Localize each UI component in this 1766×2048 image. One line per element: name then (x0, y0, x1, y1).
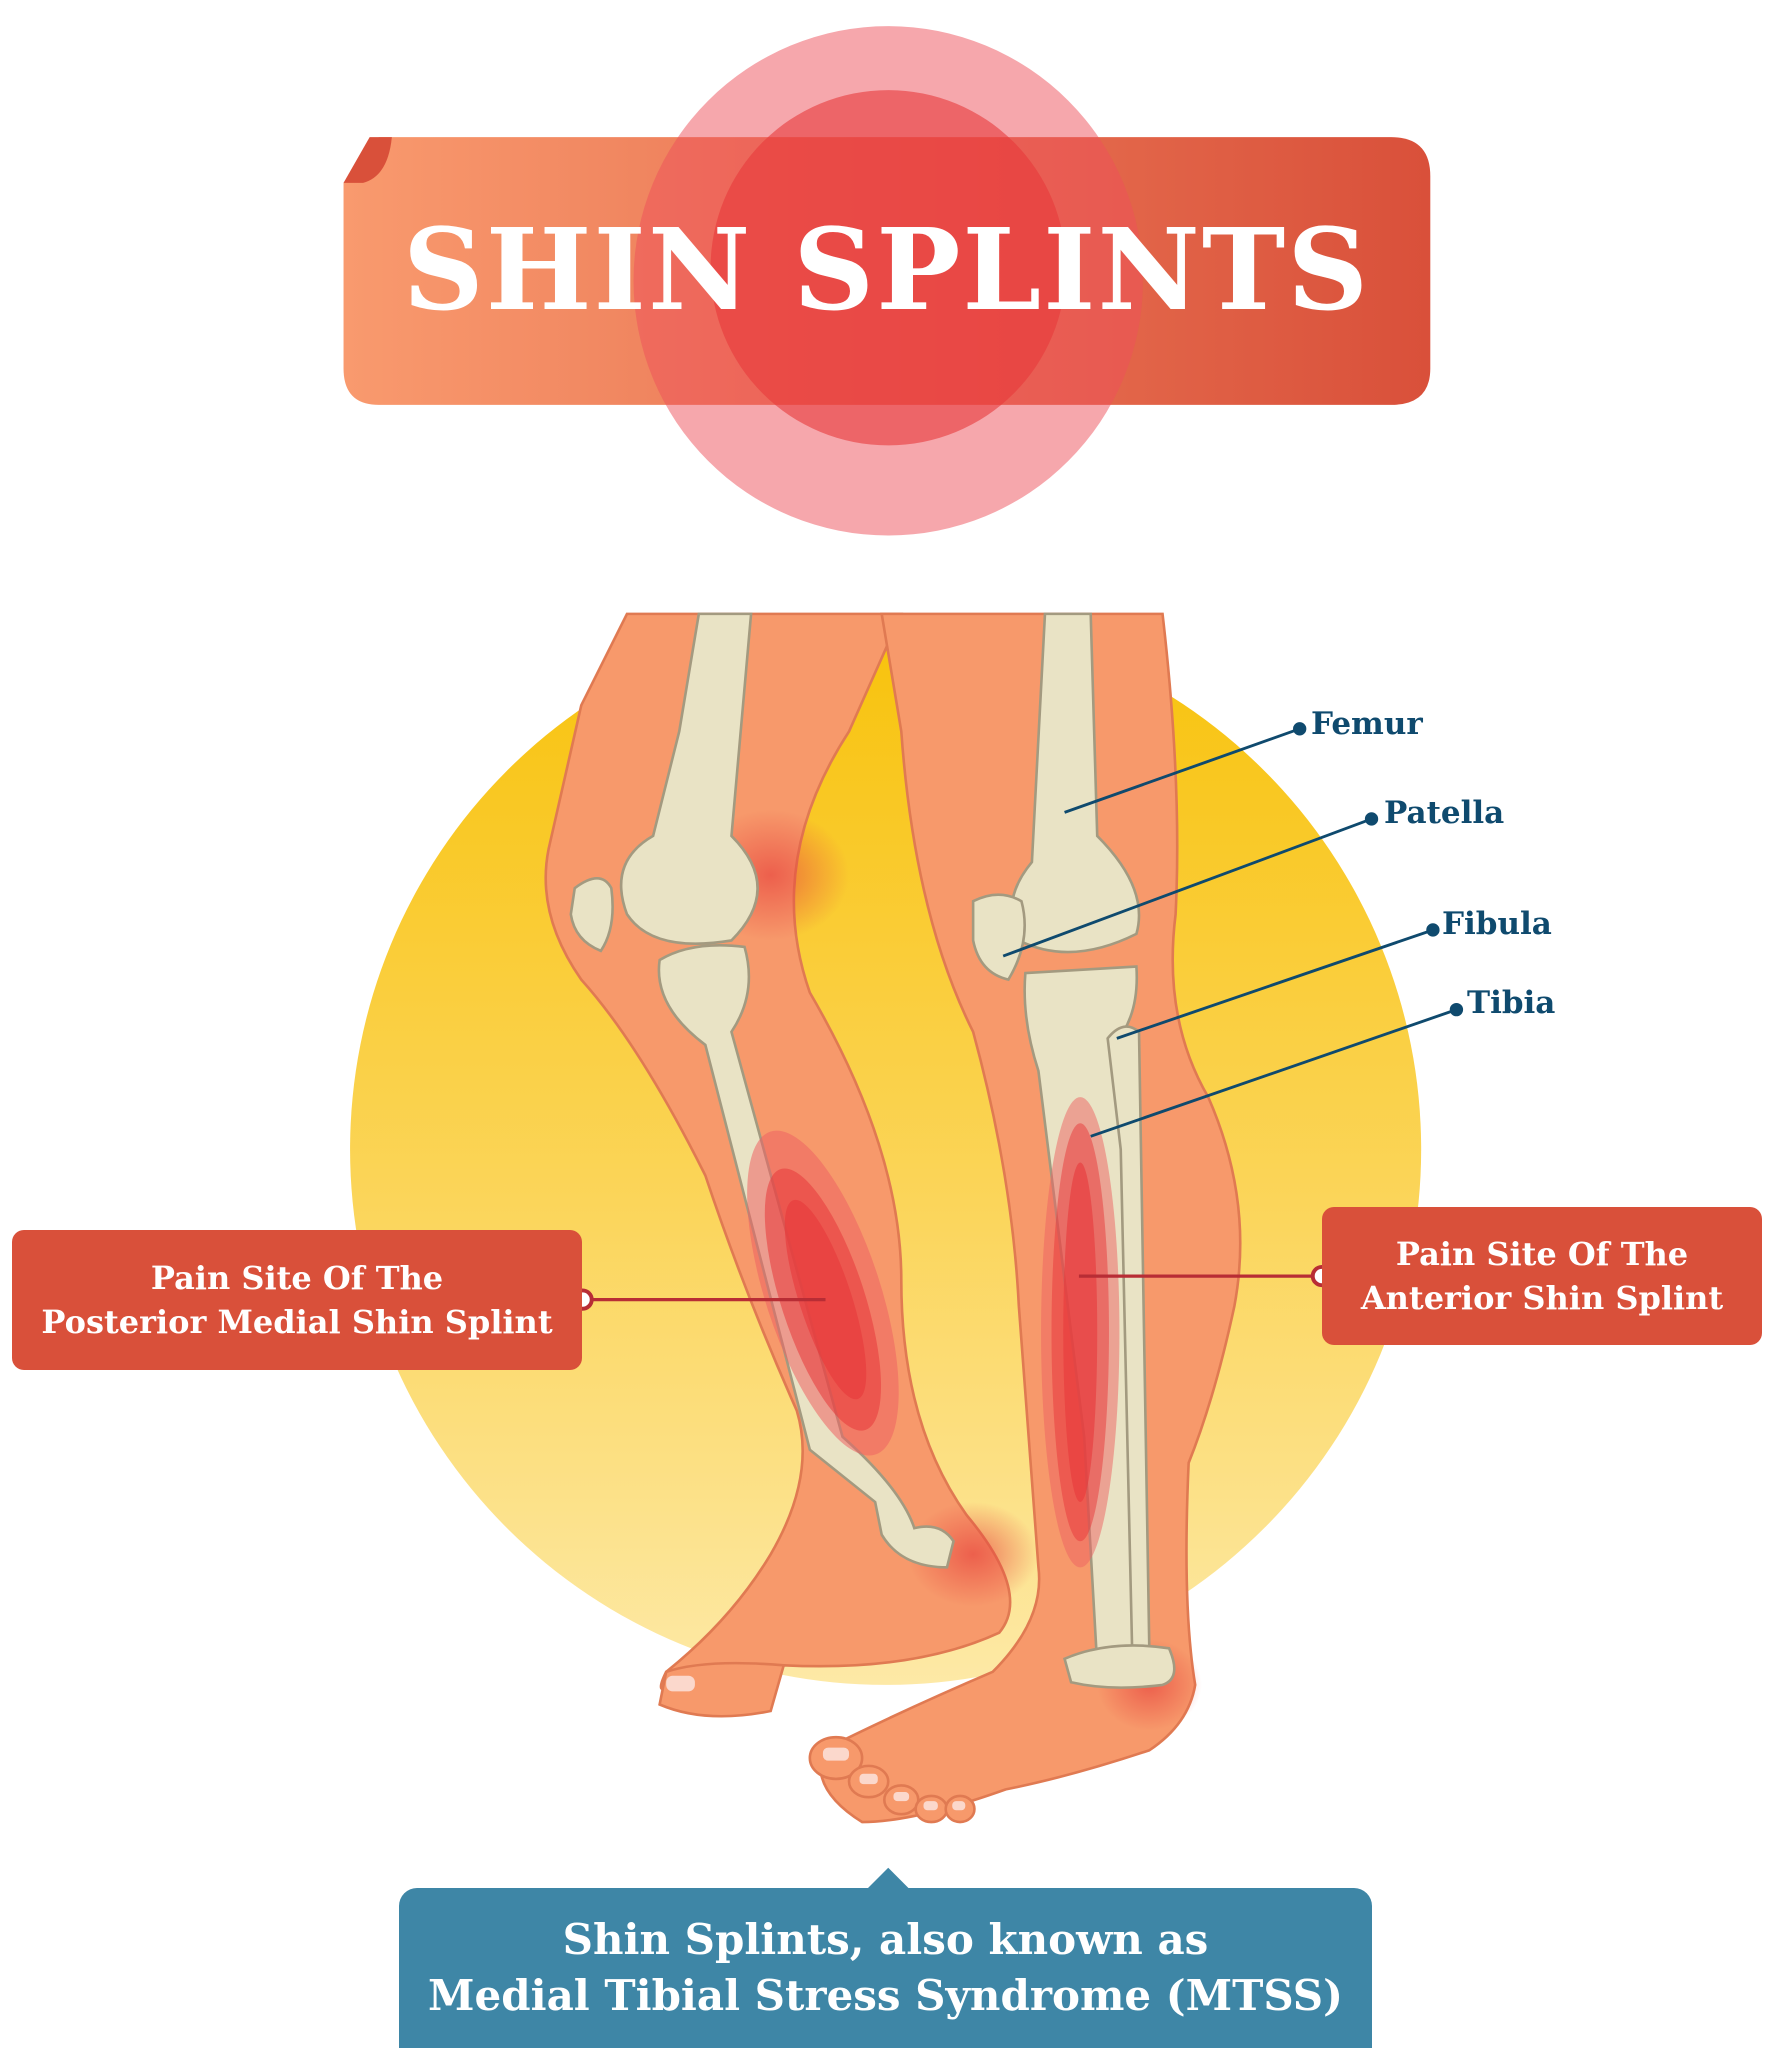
footer-pointer (866, 1867, 911, 1890)
page-title: SHIN SPLINTS (402, 204, 1371, 336)
mtss-definition-box: Shin Splints, also known as Medial Tibia… (399, 1888, 1372, 2048)
left-leg (544, 612, 1039, 1718)
anterior-callout-line2: Anterior Shin Splint (1360, 1279, 1724, 1317)
pain-circle-inner (710, 90, 1066, 446)
label-tibia: Tibia (1467, 985, 1556, 1021)
mtss-line1: Shin Splints, also known as (562, 1915, 1209, 1964)
label-patella: Patella (1384, 795, 1505, 831)
posterior-callout-line1: Pain Site Of The (150, 1259, 444, 1297)
posterior-callout-line2: Posterior Medial Shin Splint (41, 1303, 553, 1341)
posterior-pain-callout: Pain Site Of The Posterior Medial Shin S… (12, 1230, 582, 1370)
leader-lines (1002, 722, 1464, 1138)
anterior-pain-callout: Pain Site Of The Anterior Shin Splint (1322, 1207, 1762, 1345)
anterior-callout-line1: Pain Site Of The (1395, 1235, 1689, 1273)
mtss-line2: Medial Tibial Stress Syndrome (MTSS) (428, 1971, 1343, 2020)
right-leg (808, 612, 1242, 1824)
label-fibula: Fibula (1442, 906, 1552, 942)
label-femur: Femur (1311, 706, 1423, 742)
title-banner (343, 26, 1431, 536)
